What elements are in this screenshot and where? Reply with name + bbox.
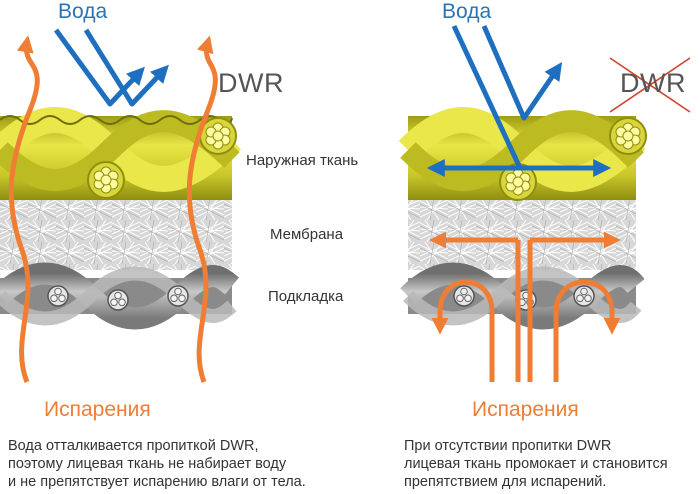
right-water-label: Вода xyxy=(442,0,492,23)
left-evaporation-label: Испарения xyxy=(44,398,151,421)
right-caption-line: При отсутствии пропитки DWR xyxy=(404,438,612,454)
left-evaporation-arrows xyxy=(8,35,218,383)
evaporation-arrow-icon xyxy=(186,35,218,383)
left-caption: Вода отталкивается пропиткой DWR, поэтом… xyxy=(8,437,306,491)
lining-label: Подкладка xyxy=(268,288,344,305)
evaporation-arrow-icon xyxy=(8,35,40,383)
water-arrow-icon xyxy=(53,28,145,107)
right-evaporation-label: Испарения xyxy=(472,398,579,421)
left-caption-line: Вода отталкивается пропиткой DWR, xyxy=(8,438,259,454)
left-layers xyxy=(0,107,242,330)
left-caption-line: поэтому лицевая ткань не набирает воду xyxy=(8,456,287,472)
left-caption-line: и не препятствует испарению влаги от тел… xyxy=(8,474,306,490)
membrane-label: Мембрана xyxy=(270,226,344,243)
right-evaporation-arrows xyxy=(429,231,621,382)
evaporation-arrow-icon xyxy=(431,279,495,382)
water-arrow-icon xyxy=(481,25,563,121)
right-caption-line: препятствием для испарений. xyxy=(404,474,607,490)
dwr-crossed-icon xyxy=(609,57,691,113)
right-water-arrows xyxy=(426,24,612,177)
right-dwr-label: DWR xyxy=(620,68,686,98)
right-layers xyxy=(398,107,647,330)
right-caption-line: лицевая ткань промокает и становится xyxy=(404,456,668,472)
right-outer-fabric-layer xyxy=(398,107,647,201)
outer-fabric-label: Наружная ткань xyxy=(246,152,359,169)
left-dwr-label: DWR xyxy=(218,68,284,98)
left-lining-layer xyxy=(0,262,240,330)
water-arrow-icon xyxy=(83,28,169,107)
water-arrow-icon xyxy=(451,24,523,170)
left-water-arrows xyxy=(53,28,169,107)
right-caption: При отсутствии пропитки DWR лицевая ткан… xyxy=(404,437,668,491)
left-water-label: Вода xyxy=(58,0,108,23)
evaporation-arrow-icon xyxy=(553,279,621,382)
